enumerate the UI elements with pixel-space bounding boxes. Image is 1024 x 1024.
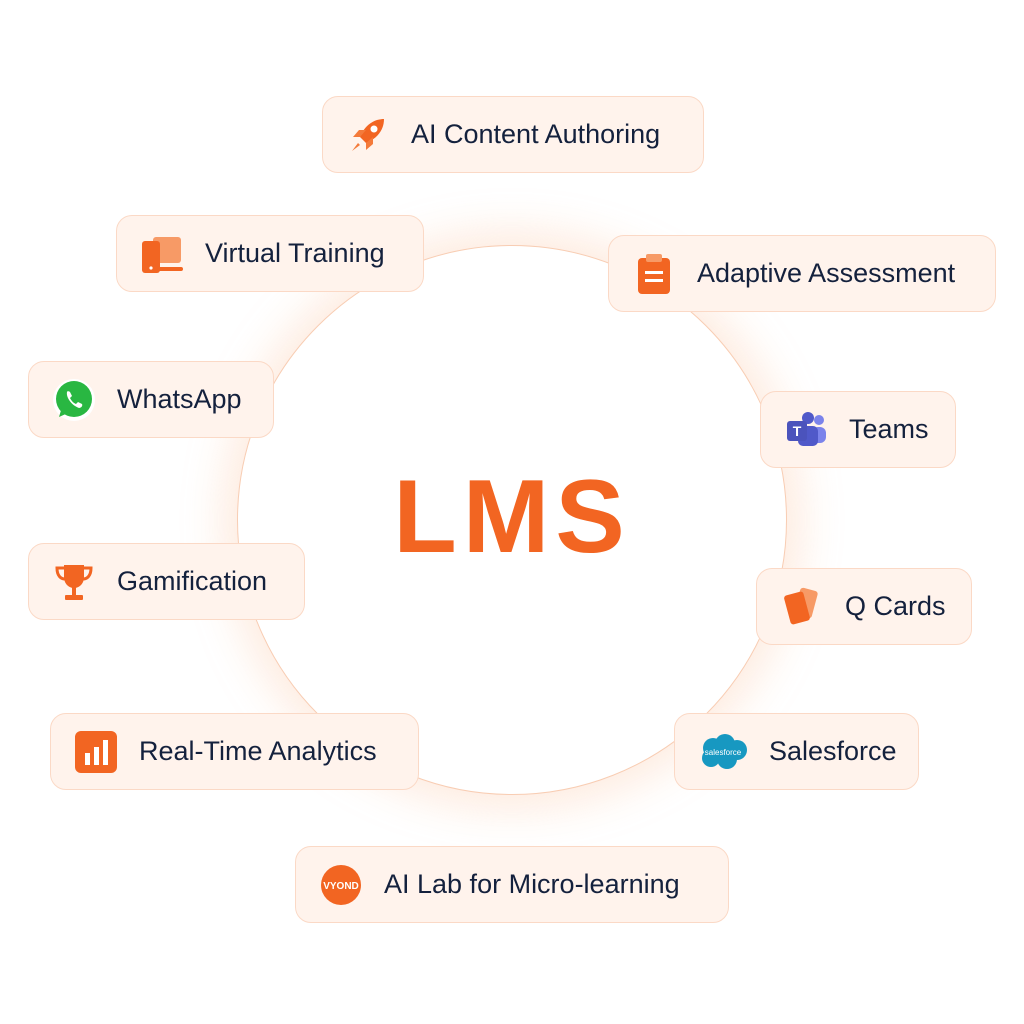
center-circle xyxy=(237,245,787,795)
bar-chart-icon xyxy=(73,729,119,775)
feature-real-time-analytics[interactable]: Real-Time Analytics xyxy=(50,713,419,790)
feature-label: Gamification xyxy=(117,566,268,596)
feature-label: Real-Time Analytics xyxy=(139,736,377,766)
feature-adaptive-assessment[interactable]: Adaptive Assessment xyxy=(608,235,996,312)
teams-icon: T xyxy=(783,407,829,453)
feature-label: Adaptive Assessment xyxy=(697,258,956,288)
feature-teams[interactable]: T Teams xyxy=(760,391,956,468)
vyond-icon: VYOND xyxy=(318,862,364,908)
salesforce-icon: salesforce xyxy=(697,729,749,775)
svg-text:T: T xyxy=(793,423,802,439)
feature-label: Teams xyxy=(849,414,929,444)
svg-text:salesforce: salesforce xyxy=(705,748,742,757)
feature-label: Virtual Training xyxy=(205,238,385,268)
rocket-icon xyxy=(345,112,391,158)
whatsapp-icon xyxy=(51,377,97,423)
feature-label: Q Cards xyxy=(845,591,946,621)
svg-text:VYOND: VYOND xyxy=(323,881,359,892)
feature-virtual-training[interactable]: Virtual Training xyxy=(116,215,424,292)
devices-icon xyxy=(139,231,185,277)
feature-label: AI Lab for Micro-learning xyxy=(384,869,680,899)
lms-title: LMS xyxy=(393,459,631,575)
feature-ai-lab-micro-learning[interactable]: VYOND AI Lab for Micro-learning xyxy=(295,846,729,923)
trophy-icon xyxy=(51,559,97,605)
feature-label: Salesforce xyxy=(769,736,897,766)
feature-label: WhatsApp xyxy=(117,384,242,414)
cards-icon xyxy=(779,584,825,630)
feature-salesforce[interactable]: salesforce Salesforce xyxy=(674,713,919,790)
feature-label: AI Content Authoring xyxy=(411,119,661,149)
feature-gamification[interactable]: Gamification xyxy=(28,543,305,620)
feature-q-cards[interactable]: Q Cards xyxy=(756,568,972,645)
clipboard-icon xyxy=(631,251,677,297)
feature-whatsapp[interactable]: WhatsApp xyxy=(28,361,274,438)
feature-ai-content-authoring[interactable]: AI Content Authoring xyxy=(322,96,704,173)
